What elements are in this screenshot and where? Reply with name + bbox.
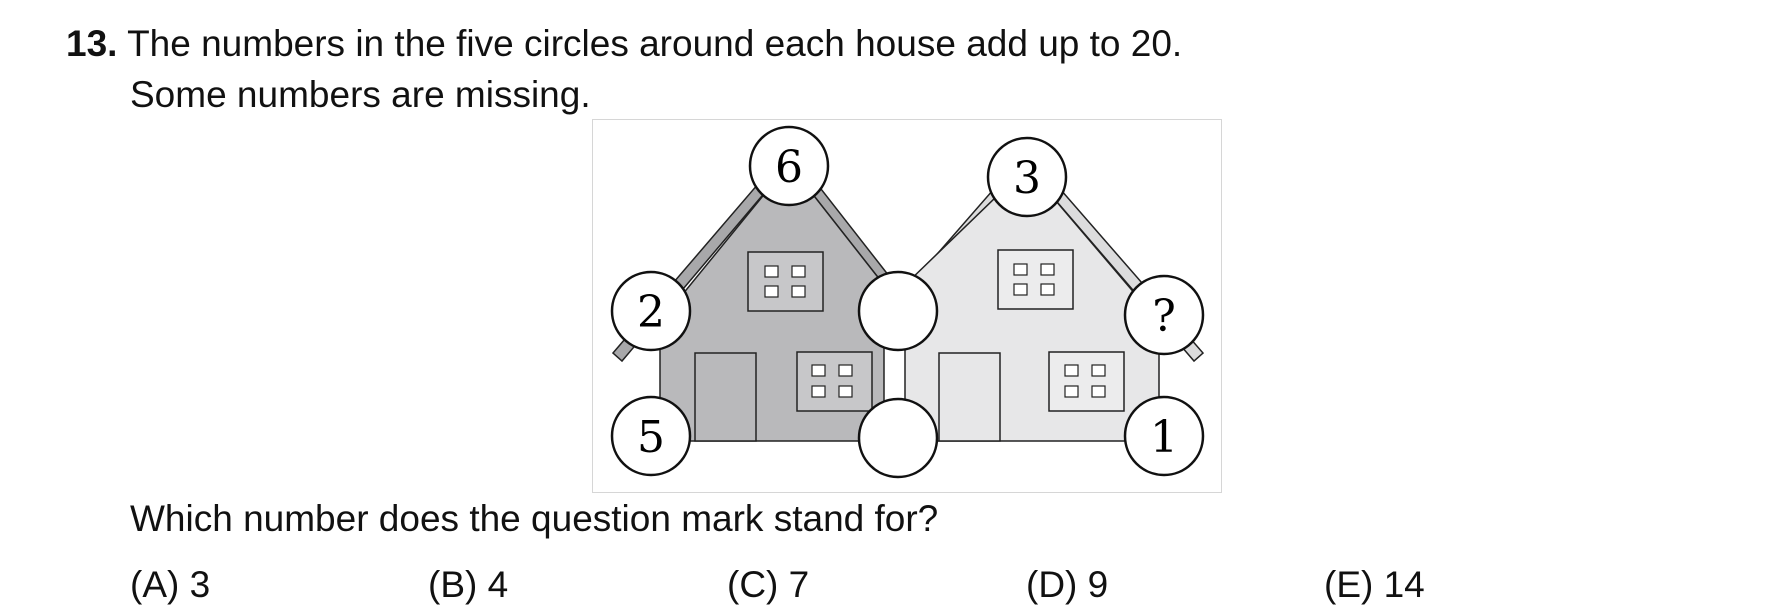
circle-left-top: 6 <box>748 125 830 207</box>
answer-e[interactable]: (E) 14 <box>1324 564 1425 605</box>
question-prompt: Which number does the question mark stan… <box>130 498 939 539</box>
circle-shared-middle <box>857 270 939 352</box>
circle-right-bottom: 1 <box>1123 395 1205 477</box>
left-house-window-upper <box>747 251 824 312</box>
question-statement: The numbers in the five circles around e… <box>127 23 1183 64</box>
left-house-door <box>694 352 757 442</box>
right-house-window-upper <box>997 249 1074 310</box>
left-house-window-lower <box>796 351 873 412</box>
circle-left-middle: 2 <box>610 270 692 352</box>
circle-left-top-value: 6 <box>775 142 803 193</box>
houses-svg: 6 2 5 3 ? 1 <box>610 125 1205 479</box>
question-number: 13. <box>66 23 118 64</box>
answer-d[interactable]: (D) 9 <box>1026 564 1109 605</box>
answer-b[interactable]: (B) 4 <box>428 564 509 605</box>
answer-c[interactable]: (C) 7 <box>727 564 810 605</box>
circle-right-middle-value: ? <box>1152 291 1176 342</box>
circle-left-bottom-value: 5 <box>637 412 665 463</box>
right-house-door <box>938 352 1001 442</box>
circle-right-top-value: 3 <box>1013 153 1041 204</box>
circle-left-bottom: 5 <box>610 395 692 477</box>
question-line-1: 13. The numbers in the five circles arou… <box>66 22 1182 66</box>
circle-shared-bottom <box>857 397 939 479</box>
circle-right-top: 3 <box>986 136 1068 218</box>
circle-left-middle-value: 2 <box>637 287 665 338</box>
houses-figure: 6 2 5 3 ? 1 <box>592 119 1222 493</box>
question-line-2: Some numbers are missing. <box>130 74 591 115</box>
circle-right-middle: ? <box>1123 274 1205 356</box>
answer-a[interactable]: (A) 3 <box>130 564 211 605</box>
right-house-window-lower <box>1048 351 1125 412</box>
left-house <box>611 146 890 442</box>
circle-right-bottom-value: 1 <box>1150 412 1178 463</box>
